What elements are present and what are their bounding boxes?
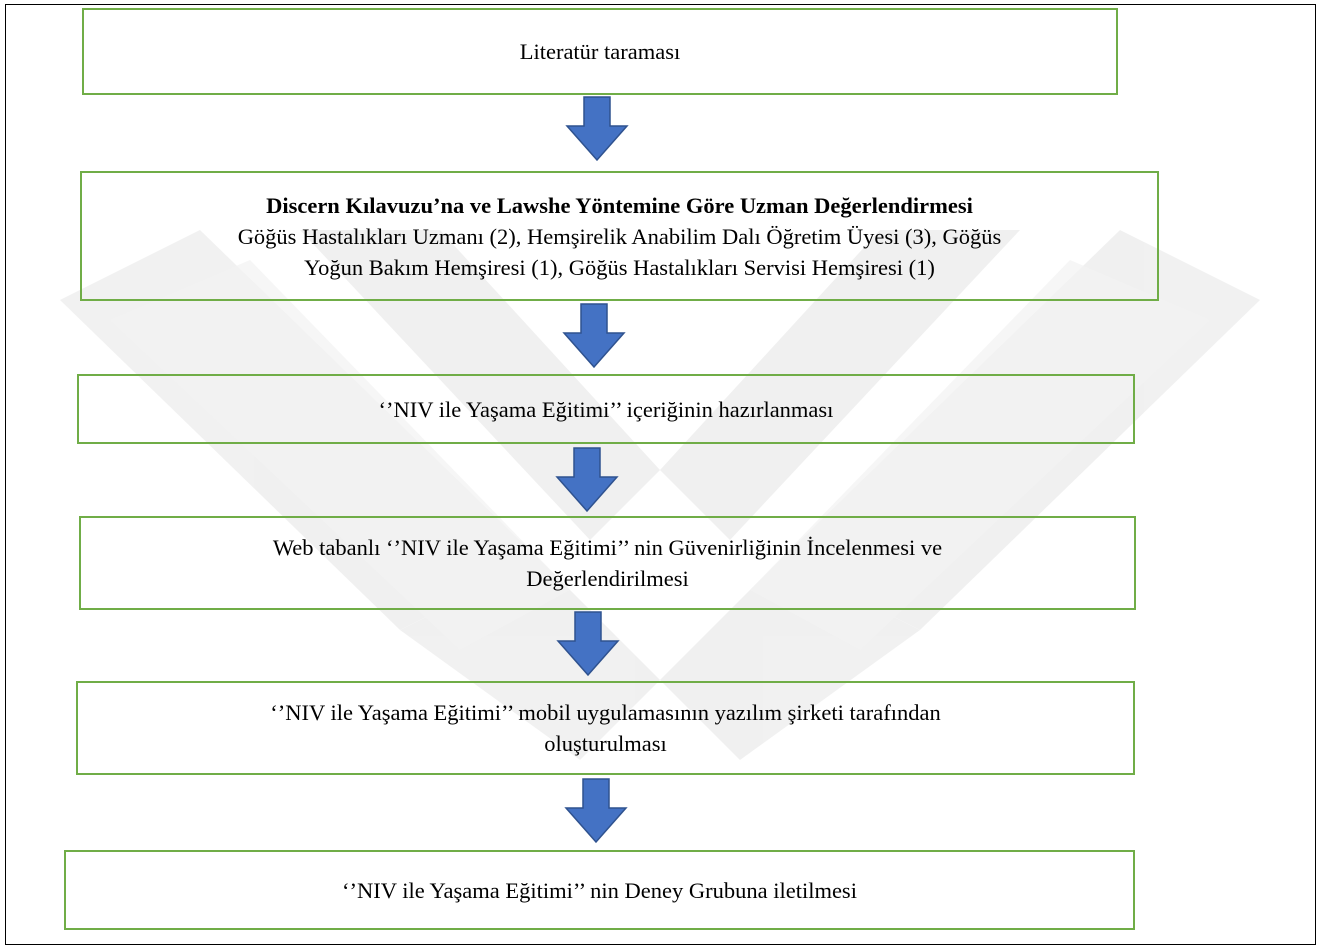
step-literature-review: Literatür taraması: [82, 8, 1118, 95]
step-reliability-review: Web tabanlı ‘’NIV ile Yaşama Eğitimi’’ n…: [79, 516, 1136, 610]
step-2-line-1: Göğüs Hastalıkları Uzmanı (2), Hemşireli…: [237, 223, 1002, 249]
outer-frame: [5, 4, 1316, 945]
step-2-line-2: Yoğun Bakım Hemşiresi (1), Göğüs Hastalı…: [304, 254, 935, 280]
step-3-line-1: ‘’NIV ile Yaşama Eğitimi’’ içeriğinin ha…: [378, 396, 834, 422]
down-arrow-icon: [564, 778, 628, 844]
step-2-title: Discern Kılavuzu’na ve Lawshe Yöntemine …: [266, 192, 973, 218]
down-arrow-icon: [555, 447, 619, 513]
step-1-line-1: Literatür taraması: [519, 39, 681, 64]
step-mobile-app-creation: ‘’NIV ile Yaşama Eğitimi’’ mobil uygulam…: [76, 681, 1135, 775]
step-6-line-1: ‘’NIV ile Yaşama Eğitimi’’ nin Deney Gru…: [342, 877, 857, 903]
step-content-preparation: ‘’NIV ile Yaşama Eğitimi’’ içeriğinin ha…: [77, 374, 1135, 444]
step-5-line-1: ‘’NIV ile Yaşama Eğitimi’’ mobil uygulam…: [270, 700, 941, 725]
step-5-line-2: oluşturulması: [544, 731, 667, 756]
step-delivery-to-experiment-group: ‘’NIV ile Yaşama Eğitimi’’ nin Deney Gru…: [64, 850, 1135, 930]
down-arrow-icon: [562, 303, 626, 369]
step-expert-evaluation: Discern Kılavuzu’na ve Lawshe Yöntemine …: [80, 171, 1159, 301]
step-4-line-2: Değerlendirilmesi: [526, 566, 689, 591]
down-arrow-icon: [565, 96, 629, 162]
step-4-line-1: Web tabanlı ‘’NIV ile Yaşama Eğitimi’’ n…: [272, 535, 943, 560]
down-arrow-icon: [556, 611, 620, 677]
